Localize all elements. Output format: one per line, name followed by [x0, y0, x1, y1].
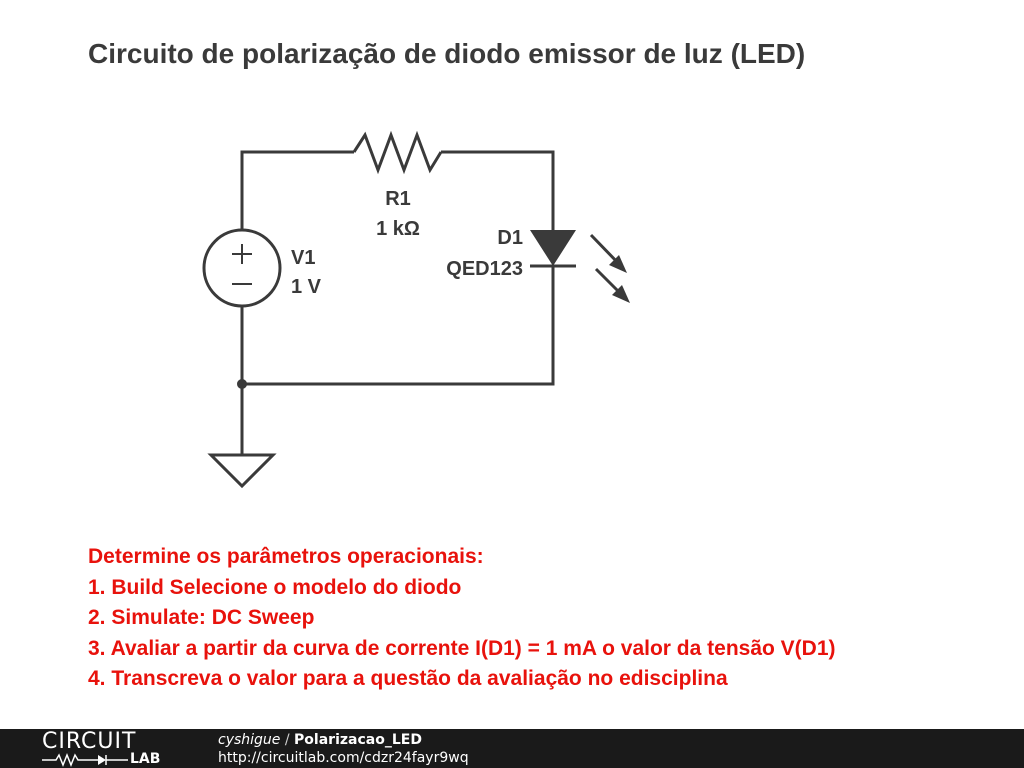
light-arrow-1-head: [609, 255, 627, 273]
logo-text-bottom: LAB: [130, 751, 161, 767]
logo-resistor-diode-icon: [42, 752, 128, 768]
instruction-step: 1. Build Selecione o modelo do diodo: [88, 575, 462, 599]
instructions-block: Determine os parâmetros operacionais: 1.…: [88, 542, 836, 695]
plus-sign: [232, 244, 252, 264]
source-value-label: 1 V: [291, 276, 322, 298]
footer-credit: cyshigue / Polarizacao_LED: [218, 731, 469, 749]
circuitlab-logo[interactable]: CIRCUIT LAB: [42, 729, 182, 768]
instruction-step: 3. Avaliar a partir da curva de corrente…: [88, 636, 836, 660]
source-ref-label: V1: [291, 247, 315, 269]
project-url[interactable]: http://circuitlab.com/cdzr24fayr9wq: [218, 750, 469, 766]
instruction-step: 4. Transcreva o valor para a questão da …: [88, 667, 728, 690]
footer-bar: CIRCUIT LAB cyshigue / Polarizacao_LED h…: [0, 729, 1024, 768]
instructions-heading: Determine os parâmetros operacionais:: [88, 545, 484, 568]
voltage-source-symbol: [202, 228, 282, 308]
logo-text-top: CIRCUIT: [42, 729, 137, 754]
junction-dot: [237, 379, 247, 389]
diode-ref-label: D1: [497, 227, 523, 249]
light-arrow-2-head: [612, 285, 630, 303]
resistor-symbol: [352, 130, 443, 175]
resistor-value-label: 1 kΩ: [376, 218, 420, 240]
footer-meta: cyshigue / Polarizacao_LED http://circui…: [218, 731, 469, 767]
ground-symbol: [207, 453, 277, 489]
wire-top-right: [441, 150, 555, 230]
wire-right: [242, 266, 555, 386]
credit-separator: /: [280, 732, 295, 748]
diode-symbol: [530, 230, 576, 266]
diode-model-label: QED123: [446, 258, 523, 280]
resistor-ref-label: R1: [385, 188, 411, 210]
wire-top-left: [240, 150, 354, 229]
author-link[interactable]: cyshigue: [218, 732, 281, 748]
circuit-schematic: R1 1 kΩ V1 1 V D1 QED123: [202, 130, 630, 489]
project-name[interactable]: Polarizacao_LED: [294, 732, 422, 748]
page-title: Circuito de polarização de diodo emissor…: [88, 38, 806, 69]
instruction-step: 2. Simulate: DC Sweep: [88, 606, 315, 629]
